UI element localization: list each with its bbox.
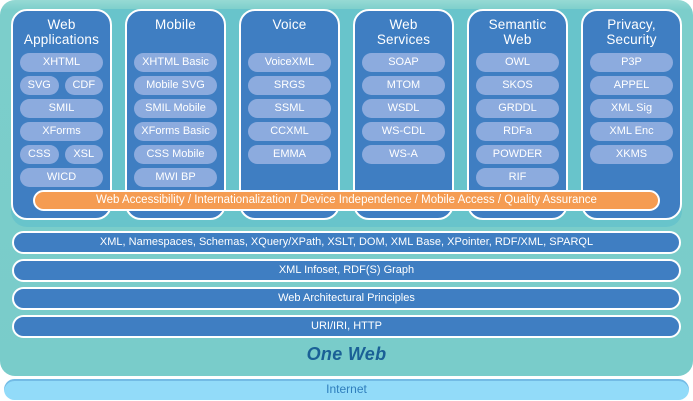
pill-row: POWDER: [476, 145, 559, 164]
pill-row: XKMS: [590, 145, 673, 164]
pill-row: CSS XSL: [20, 145, 103, 164]
pill-row: SSML: [248, 99, 331, 118]
tech-pill-xforms: XForms: [20, 122, 103, 141]
column-title: Web Services: [376, 17, 431, 47]
pill-row: VoiceXML: [248, 53, 331, 72]
foundation-bar-1: XML, Namespaces, Schemas, XQuery/XPath, …: [12, 231, 681, 254]
tech-pill-owl: OWL: [476, 53, 559, 72]
tech-pill-svg: SVG: [20, 76, 59, 95]
pill-row: SMIL Mobile: [134, 99, 217, 118]
foundation-bar-4: URI/IRI, HTTP: [12, 315, 681, 338]
internet-bar: Internet: [4, 379, 689, 400]
tech-pill-mwi-bp: MWI BP: [134, 168, 217, 187]
pill-row: EMMA: [248, 145, 331, 164]
pill-row: OWL: [476, 53, 559, 72]
tech-pill-xhtml-basic: XHTML Basic: [134, 53, 217, 72]
foundation-bar-3: Web Architectural Principles: [12, 287, 681, 310]
horizontal-activities-bar: Web Accessibility / Internationalization…: [33, 190, 660, 211]
tech-pill-mtom: MTOM: [362, 76, 445, 95]
tech-pill-cdf: CDF: [64, 76, 103, 95]
tech-pill-soap: SOAP: [362, 53, 445, 72]
foundation-bar-2: XML Infoset, RDF(S) Graph: [12, 259, 681, 282]
tech-pill-xml-sig: XML Sig: [590, 99, 673, 118]
tech-pill-xhtml: XHTML: [20, 53, 103, 72]
tech-pill-rdfa: RDFa: [476, 122, 559, 141]
pill-row: WS-CDL: [362, 122, 445, 141]
pill-row: SVG CDF: [20, 76, 103, 95]
column-title: Privacy, Security: [606, 17, 657, 47]
pill-row: CCXML: [248, 122, 331, 141]
tech-pill-smil: SMIL: [20, 99, 103, 118]
pill-row: XForms: [20, 122, 103, 141]
pill-row: RDFa: [476, 122, 559, 141]
column-title: Semantic Web: [488, 17, 547, 47]
pill-row: WSDL: [362, 99, 445, 118]
pill-row: CSS Mobile: [134, 145, 217, 164]
pill-row: P3P: [590, 53, 673, 72]
tech-pill-ws-cdl: WS-CDL: [362, 122, 445, 141]
pill-row: SKOS: [476, 76, 559, 95]
pill-row: MWI BP: [134, 168, 217, 187]
pill-row: SOAP: [362, 53, 445, 72]
tech-pill-skos: SKOS: [476, 76, 559, 95]
pill-row: RIF: [476, 168, 559, 187]
tech-pill-xforms-basic: XForms Basic: [134, 122, 217, 141]
pill-row: MTOM: [362, 76, 445, 95]
tech-pill-p3p: P3P: [590, 53, 673, 72]
pill-row: APPEL: [590, 76, 673, 95]
tech-pill-xkms: XKMS: [590, 145, 673, 164]
column-title: Web Applications: [23, 17, 100, 47]
pill-row: XML Sig: [590, 99, 673, 118]
pill-row: GRDDL: [476, 99, 559, 118]
tech-pill-powder: POWDER: [476, 145, 559, 164]
tech-pill-voicexml: VoiceXML: [248, 53, 331, 72]
tech-pill-ssml: SSML: [248, 99, 331, 118]
tech-pill-srgs: SRGS: [248, 76, 331, 95]
pill-row: XHTML Basic: [134, 53, 217, 72]
column-title: Mobile: [155, 17, 196, 32]
tech-pill-smil-mobile: SMIL Mobile: [134, 99, 217, 118]
pill-row: Mobile SVG: [134, 76, 217, 95]
pill-row: XML Enc: [590, 122, 673, 141]
tech-pill-xml-enc: XML Enc: [590, 122, 673, 141]
pill-row: WS-A: [362, 145, 445, 164]
tech-pill-ws-a: WS-A: [362, 145, 445, 164]
pill-row: XHTML: [20, 53, 103, 72]
tech-pill-mobile-svg: Mobile SVG: [134, 76, 217, 95]
tech-pill-css: CSS: [20, 145, 59, 164]
pill-row: XForms Basic: [134, 122, 217, 141]
pill-row: SMIL: [20, 99, 103, 118]
tech-pill-grddl: GRDDL: [476, 99, 559, 118]
tech-pill-emma: EMMA: [248, 145, 331, 164]
tech-pill-wsdl: WSDL: [362, 99, 445, 118]
tech-pill-css-mobile: CSS Mobile: [134, 145, 217, 164]
column-title: Voice: [272, 17, 307, 32]
tech-pill-appel: APPEL: [590, 76, 673, 95]
tech-pill-ccxml: CCXML: [248, 122, 331, 141]
pill-row: WICD: [20, 168, 103, 187]
one-web-label: One Web: [306, 344, 387, 364]
tech-pill-wicd: WICD: [20, 168, 103, 187]
pill-row: SRGS: [248, 76, 331, 95]
tech-pill-xsl: XSL: [64, 145, 103, 164]
tech-pill-rif: RIF: [476, 168, 559, 187]
